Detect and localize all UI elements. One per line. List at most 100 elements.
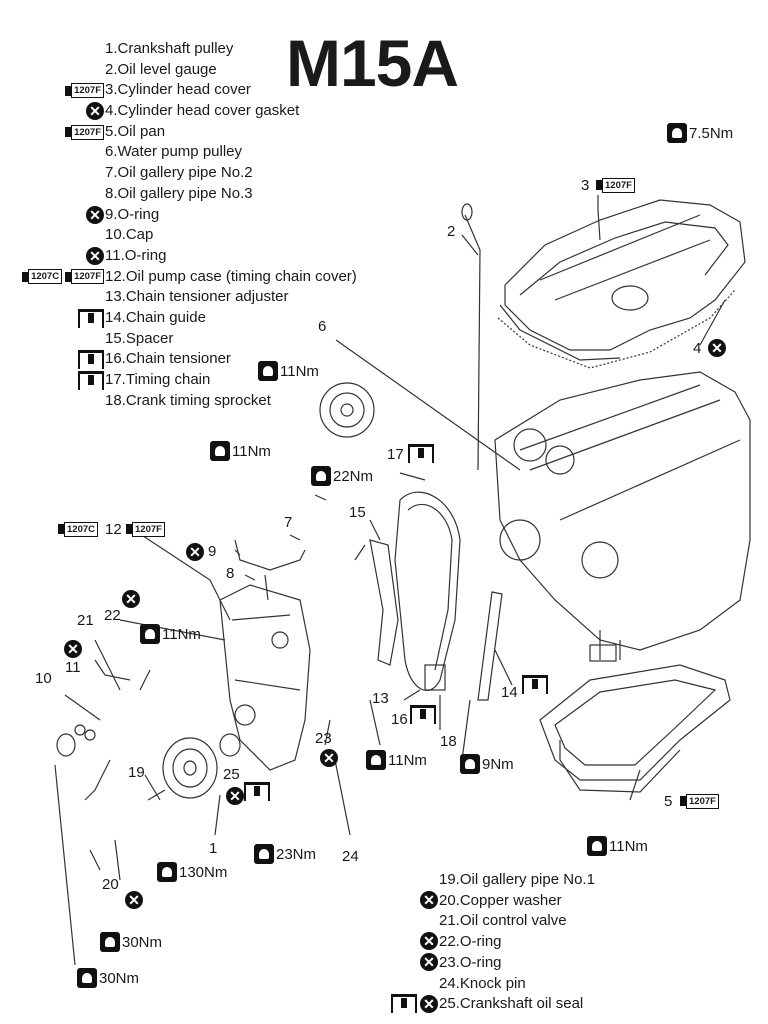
torque-label-11nm-pulley: 11Nm xyxy=(258,361,319,381)
torque-label-9nm: 9Nm xyxy=(460,754,514,774)
callout-25: 25 xyxy=(223,766,240,783)
discard-icon: ✕ xyxy=(122,590,140,608)
torque-label-30nm-lower: 30Nm xyxy=(77,968,139,988)
chain-guide-drawing xyxy=(477,591,503,701)
legend-item-label: 5.Oil pan xyxy=(105,122,166,140)
sealant-badge: 1207C xyxy=(22,269,63,285)
legend-item-label: 10.Cap xyxy=(105,226,154,244)
wrench-icon xyxy=(210,441,230,461)
torque-label-130nm: 130Nm xyxy=(157,862,227,882)
water-pump-pulley-drawing xyxy=(319,382,375,438)
torque-label-11nm-tensioner: 11Nm xyxy=(366,750,427,770)
legend-item-label: 12.Oil pump case (timing chain cover) xyxy=(105,267,357,285)
discard-icon: ✕ xyxy=(420,994,438,1013)
cylinder-head-cover-gasket-drawing xyxy=(497,289,736,369)
callout-4: 4 xyxy=(693,340,702,357)
wrench-icon xyxy=(157,862,177,882)
callout-13: 13 xyxy=(372,690,389,707)
legend-item: 8.Oil gallery pipe No.3 xyxy=(0,184,357,205)
sealant-badge: 1207F xyxy=(65,124,104,140)
callout-21: 21 xyxy=(77,612,94,629)
oil-pump-case-drawing xyxy=(219,584,311,771)
callout-16: 16 xyxy=(391,711,408,728)
legend-item-label: 14.Chain guide xyxy=(105,308,206,326)
sealant-badge: 1207F xyxy=(65,83,104,99)
wrench-icon xyxy=(460,754,480,774)
discard-icon: ✕ xyxy=(125,891,143,909)
wrench-icon xyxy=(100,932,120,952)
wrench-icon xyxy=(258,361,278,381)
callout-17: 17 xyxy=(387,446,404,463)
chain-tensioner-drawing xyxy=(369,539,399,666)
sealant-badge: 1207F xyxy=(65,269,104,285)
sealant-badge-cover: 1207F xyxy=(596,177,635,195)
oil-level-gauge-drawing xyxy=(464,214,481,471)
legend-item-label: 20.Copper washer xyxy=(439,891,562,909)
callout-7: 7 xyxy=(284,514,293,531)
discard-icon: ✕ xyxy=(708,339,726,357)
callout-9: 9 xyxy=(208,543,217,560)
legend-item: ✕11.O-ring xyxy=(0,246,357,267)
callout-23: 23 xyxy=(315,730,332,747)
discard-icon: ✕ xyxy=(420,890,438,909)
legend-item: 16.Chain tensioner xyxy=(0,349,357,370)
sealant-badge-case-f: 1207F xyxy=(126,521,165,539)
torque-label-23nm: 23Nm xyxy=(254,844,316,864)
legend-item-label: 8.Oil gallery pipe No.3 xyxy=(105,184,253,202)
callout-14: 14 xyxy=(501,684,518,701)
sealant-badge-pan: 1207F xyxy=(680,793,719,811)
legend-item-label: 23.O-ring xyxy=(439,953,502,971)
legend-item: ✕20.Copper washer xyxy=(370,890,595,912)
callout-20: 20 xyxy=(102,876,119,893)
oil-icon xyxy=(522,675,548,694)
callout-2: 2 xyxy=(447,223,456,240)
cap-drawing xyxy=(56,733,76,757)
wrench-icon xyxy=(140,624,160,644)
legend-item-label: 11.O-ring xyxy=(105,246,167,264)
legend-item-label: 6.Water pump pulley xyxy=(105,143,243,161)
callout-19: 19 xyxy=(128,764,145,781)
legend-item: 2.Oil level gauge xyxy=(0,60,357,81)
legend-item-label: 25.Crankshaft oil seal xyxy=(439,995,584,1013)
discard-icon: ✕ xyxy=(420,952,438,971)
torque-label-11nm-oil-pan: 11Nm xyxy=(587,836,648,856)
wrench-icon xyxy=(587,836,607,856)
legend-item-label: 13.Chain tensioner adjuster xyxy=(105,288,289,306)
discard-icon: ✕ xyxy=(420,932,438,951)
legend-item: 6.Water pump pulley xyxy=(0,142,357,163)
discard-icon: ✕ xyxy=(86,247,104,266)
callout-8: 8 xyxy=(226,565,235,582)
legend-item-label: 24.Knock pin xyxy=(439,974,526,992)
legend-item: 19.Oil gallery pipe No.1 xyxy=(370,870,595,891)
oil-control-valve-drawing xyxy=(94,659,131,681)
wrench-icon xyxy=(311,466,331,486)
legend-item: 21.Oil control valve xyxy=(370,911,595,932)
torque-label-30nm-upper: 30Nm xyxy=(100,932,162,952)
torque-label-7.5nm: 7.5Nm xyxy=(667,123,733,143)
legend-item-label: 2.Oil level gauge xyxy=(105,60,217,78)
discard-icon: ✕ xyxy=(64,640,82,658)
legend-item-label: 3.Cylinder head cover xyxy=(105,81,251,99)
legend-item: ✕4.Cylinder head cover gasket xyxy=(0,101,357,122)
oil-gallery-pipe-3-drawing xyxy=(264,574,269,601)
legend-item: 13.Chain tensioner adjuster xyxy=(0,287,357,308)
callout-10: 10 xyxy=(35,670,52,687)
sealant-badge-case-c: 1207C xyxy=(58,521,98,539)
discard-icon: ✕ xyxy=(86,205,104,224)
legend-item: 24.Knock pin xyxy=(370,974,595,995)
oil-gallery-pipe-1-drawing xyxy=(84,759,111,801)
legend-item-label: 7.Oil gallery pipe No.2 xyxy=(105,164,253,182)
oil-icon xyxy=(410,705,436,724)
legend-item-label: 22.O-ring xyxy=(439,933,502,951)
torque-label-11nm-pipe: 11Nm xyxy=(210,441,271,461)
wrench-icon xyxy=(254,844,274,864)
legend-item-label: 4.Cylinder head cover gasket xyxy=(105,102,300,120)
callout-11: 11 xyxy=(65,659,81,676)
legend-item: ✕22.O-ring xyxy=(370,932,595,953)
callout-12: 12 xyxy=(105,521,122,538)
legend-item: 14.Chain guide xyxy=(0,308,357,329)
legend-item-label: 17.Timing chain xyxy=(105,371,211,388)
crankshaft-oil-seal-drawing xyxy=(219,733,241,757)
